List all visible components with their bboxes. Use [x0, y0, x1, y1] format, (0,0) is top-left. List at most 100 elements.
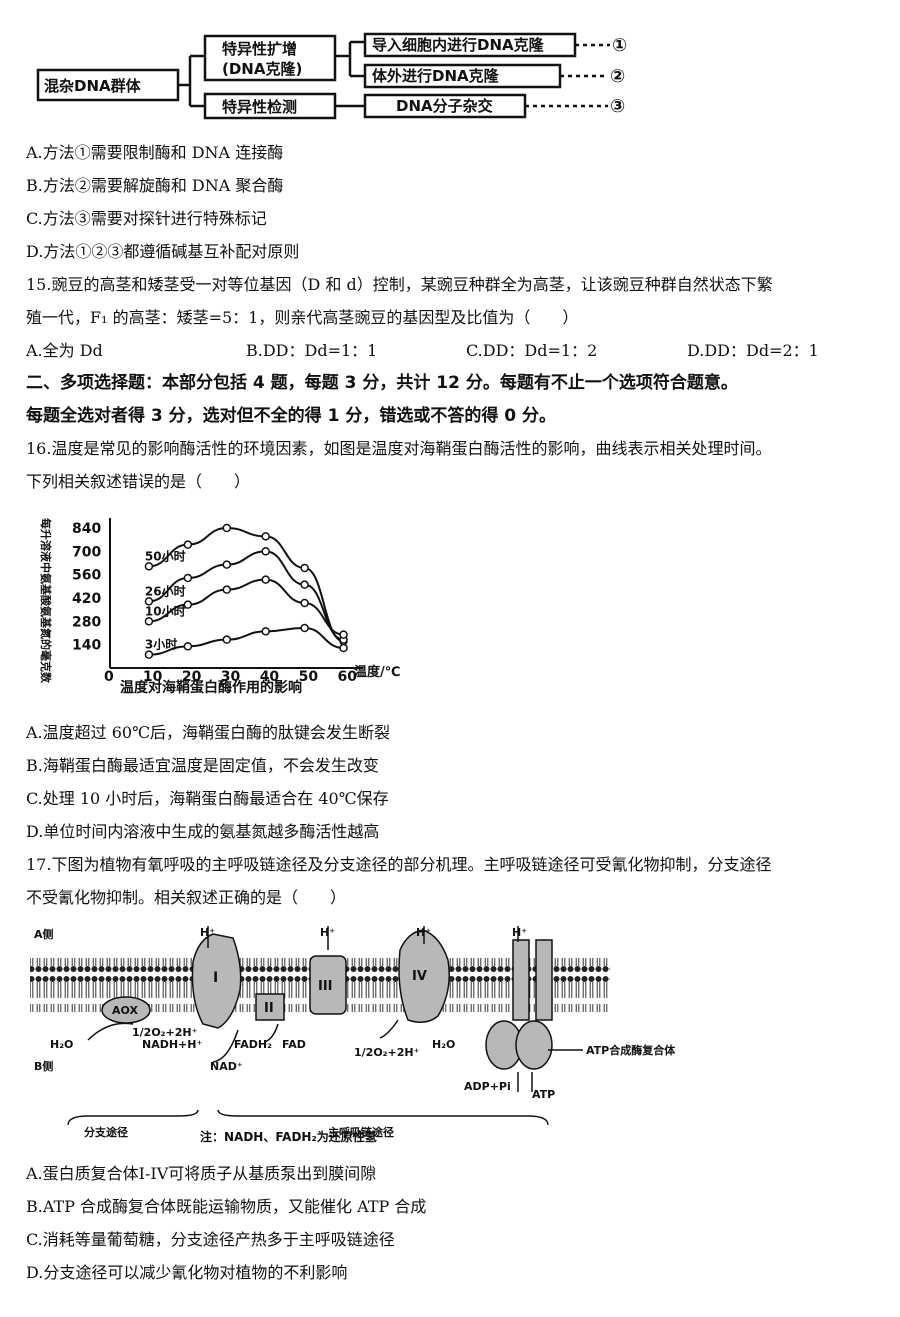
chart-point: [183, 600, 193, 609]
chart-series-label: 50小时: [145, 548, 186, 563]
chart-point: [144, 650, 154, 659]
leaf1-label: 导入细胞内进行DNA克隆: [372, 36, 545, 54]
complex-i-label: I: [213, 970, 218, 986]
chart-ylabel: 每升溶液中氨基酸氨基氮的毫克数: [39, 518, 53, 684]
q17-option-a: A.蛋白质复合体I-IV可将质子从基质泵出到膜间隙: [26, 1164, 377, 1183]
membrane-note: 注：NADH、FADH₂为还原性氢: [200, 1130, 377, 1144]
atp-synthase-stalk-left: [512, 939, 530, 1021]
respiration-membrane-diagram: A侧 B侧 H⁺ H⁺ H⁺ H⁺ I II III IV AOX H₂O 1/…: [30, 926, 676, 1139]
branch-path-label: 分支途径: [84, 1125, 128, 1139]
section2-heading-line2: 每题全选对者得 3 分，选对但不全的得 1 分，错选或不答的得 0 分。: [26, 406, 556, 426]
branch2-label: 特异性检测: [222, 98, 297, 116]
fadh2-label: FADH₂: [234, 1038, 272, 1051]
q16-stem-line2: 下列相关叙述错误的是（ ）: [26, 472, 251, 491]
chart-ytick: 280: [72, 614, 101, 630]
mark3: ③: [610, 96, 625, 117]
q16-option-c: C.处理 10 小时后，海鞘蛋白酶最适合在 40℃保存: [26, 789, 389, 808]
atp-synthase-label: ATP合成酶复合体: [586, 1043, 676, 1057]
branch1-label: 特异性扩增: [222, 40, 297, 58]
chart-ytick: 140: [72, 638, 101, 654]
chart-xlabel: 温度/℃: [354, 664, 401, 680]
chart-point: [261, 575, 270, 584]
q14-option-b: B.方法②需要解旋酶和 DNA 聚合酶: [26, 176, 284, 195]
chart-point: [300, 598, 309, 608]
chart-point: [222, 523, 232, 533]
chart-xtick: 40: [260, 669, 280, 685]
nad-label: NAD⁺: [210, 1060, 243, 1073]
chart-point: [222, 585, 232, 594]
complex-ii: [255, 993, 285, 1021]
chart-point: [144, 562, 154, 571]
q17-option-c: C.消耗等量葡萄糖，分支途径产热多于主呼吸链途径: [26, 1230, 395, 1249]
atp-synthase-head-right: [515, 1020, 553, 1070]
atp-label: ATP: [532, 1088, 555, 1101]
hplus-3: H⁺: [416, 926, 431, 939]
chart-point: [183, 642, 193, 651]
chart-point: [261, 627, 270, 636]
chart-xtick: 20: [182, 669, 202, 685]
chart-point: [144, 617, 154, 626]
chart-point: [339, 643, 348, 653]
q17-option-d: D.分支途径可以减少氰化物对植物的不利影响: [26, 1263, 348, 1282]
chart-ytick: 840: [72, 521, 101, 537]
complex-ii-label: II: [264, 1001, 274, 1016]
chart-series-line: [148, 626, 344, 656]
q17-stem-line1: 17.下图为植物有氧呼吸的主呼吸链途径及分支途径的部分机理。主呼吸链途径可受氰化…: [26, 855, 772, 874]
q16-option-b: B.海鞘蛋白酶最适宜温度是固定值，不会发生改变: [26, 756, 379, 775]
chart-xtick: 30: [221, 669, 241, 685]
chart-point: [339, 630, 348, 639]
chart-point: [222, 635, 232, 644]
chart-point: [144, 597, 154, 606]
side-b-label: B侧: [34, 1059, 53, 1073]
main-path-label: 主呼吸链途径: [328, 1125, 394, 1139]
chart-series-label: 10小时: [145, 603, 186, 618]
q15-option-b: B.DD：Dd=1：1: [246, 341, 378, 360]
dna-flow-diagram: 混杂DNA群体 特异性扩增 (DNA克隆) 特异性检测 导入细胞内进行DNA克隆…: [36, 32, 627, 120]
h2o-right: H₂O: [432, 1038, 455, 1051]
complex-iv: [398, 929, 450, 1023]
q15-stem-line1: 15.豌豆的高茎和矮茎受一对等位基因（D 和 d）控制，某豌豆种群全为高茎，让该…: [26, 275, 773, 294]
hplus-2: H⁺: [320, 926, 335, 939]
chart-ytick: 700: [72, 544, 101, 560]
chart-xtick: 10: [143, 669, 163, 685]
leaf3-label: DNA分子杂交: [396, 97, 493, 115]
chart-ytick: 560: [72, 568, 101, 584]
chart-xtick: 0: [104, 669, 114, 685]
mark2: ②: [610, 66, 625, 87]
mark1: ①: [612, 35, 627, 56]
chart-point: [222, 560, 232, 569]
chart-point: [300, 563, 309, 573]
o2-right: 1/2O₂+2H⁺: [354, 1046, 420, 1059]
q15-option-a: A.全为 Dd: [26, 341, 103, 360]
fad-label: FAD: [282, 1038, 306, 1051]
q16-option-a: A.温度超过 60℃后，海鞘蛋白酶的肽键会发生断裂: [26, 723, 390, 742]
chart-point: [300, 623, 309, 633]
complex-iv-label: IV: [412, 969, 427, 984]
q16-option-d: D.单位时间内溶液中生成的氨基氮越多酶活性越高: [26, 822, 380, 841]
section2-heading-line1: 二、多项选择题：本部分包括 4 题，每题 3 分，共计 12 分。每题有不止一个…: [26, 373, 738, 393]
chart-point: [261, 532, 270, 541]
chart-point: [183, 573, 193, 583]
chart-point: [300, 580, 309, 589]
h2o-left: H₂O: [50, 1038, 73, 1051]
q17-option-b: B.ATP 合成酶复合体既能运输物质，又能催化 ATP 合成: [26, 1197, 427, 1216]
complex-i: [191, 933, 242, 1029]
atp-synthase-stalk-right: [535, 939, 553, 1021]
chart-ytick: 420: [72, 591, 101, 607]
chart-point: [183, 540, 193, 549]
enzyme-activity-chart: 140 280 420 560 700 840 0 10 20 30 40 50 60 50小时 26小时…: [39, 518, 401, 696]
hplus-4: H⁺: [512, 926, 527, 939]
o2-left: 1/2O₂+2H⁺: [132, 1026, 198, 1039]
q15-stem-line2: 殖一代，F₁ 的高茎：矮茎=5：1，则亲代高茎豌豆的基因型及比值为（ ）: [26, 308, 579, 327]
aox-label: AOX: [112, 1004, 138, 1017]
chart-series-label: 26小时: [145, 583, 186, 598]
chart-title: 温度对海鞘蛋白酶作用的影响: [120, 679, 302, 696]
chart-series-label: 3小时: [145, 637, 177, 652]
q16-stem-line1: 16.温度是常见的影响酶活性的环境因素，如图是温度对海鞘蛋白酶活性的影响，曲线表…: [26, 439, 772, 458]
q14-option-a: A.方法①需要限制酶和 DNA 连接酶: [26, 143, 284, 162]
chart-xtick: 60: [338, 669, 358, 685]
root-label: 混杂DNA群体: [44, 77, 142, 95]
chart-xtick: 50: [299, 669, 319, 685]
hplus-1: H⁺: [200, 926, 215, 939]
adp-label: ADP+Pi: [464, 1080, 511, 1093]
